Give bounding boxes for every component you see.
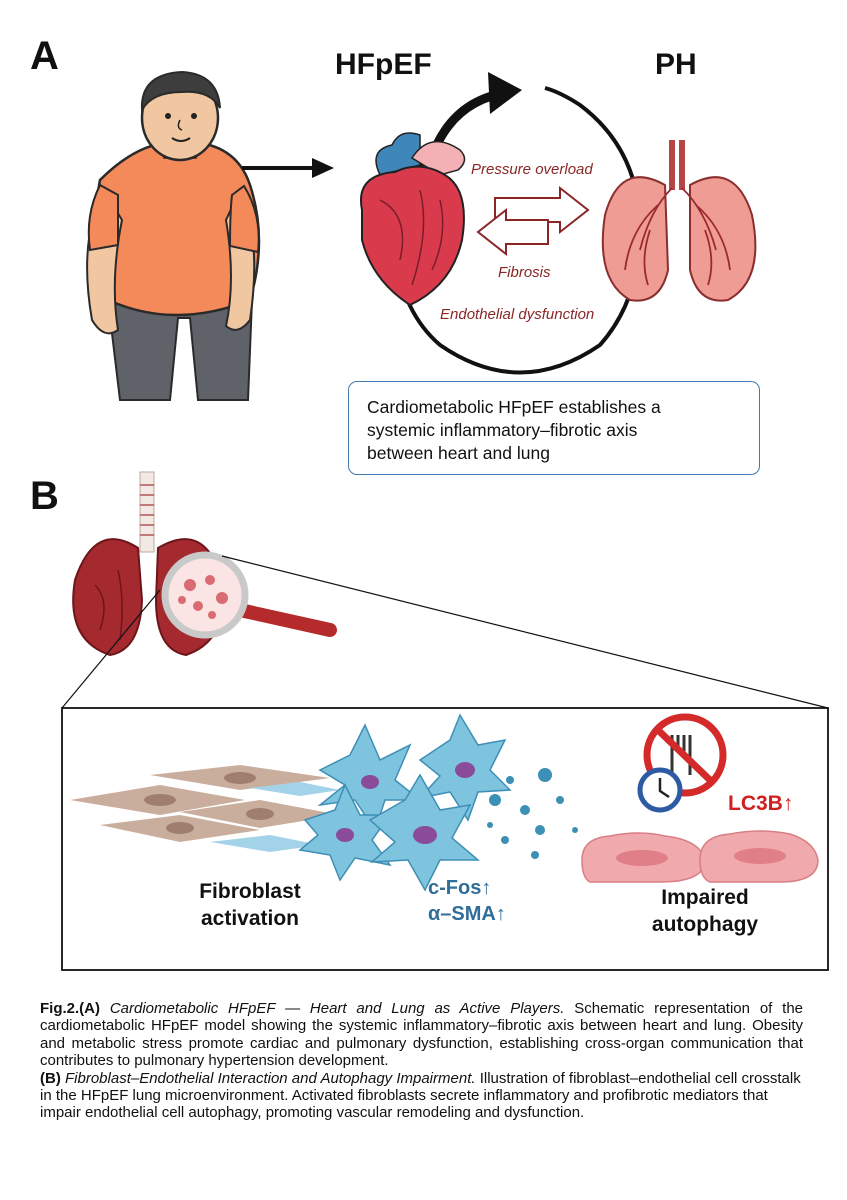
summary-line-2: systemic inflammatory–fibrotic axis [367, 420, 638, 440]
impaired-autophagy-label: Impaired autophagy [640, 884, 770, 938]
resting-fibroblasts [70, 765, 340, 852]
obesity-to-heart-arrow [242, 158, 334, 178]
marker-alpha-sma: α–SMA↑ [428, 903, 506, 925]
ph-label: PH [655, 48, 697, 81]
zoom-line-left [61, 589, 161, 709]
lung-illustration [601, 140, 757, 302]
endothelial-dysfunction-label: Endothelial dysfunction [440, 306, 595, 323]
caption-a-tag: Fig.2.(A) [40, 1000, 100, 1017]
pressure-overload-label: Pressure overload [471, 161, 593, 178]
trachea-illustration [139, 471, 155, 553]
figure-caption: Fig.2.(A) Cardiometabolic HFpEF — Heart … [40, 1000, 803, 1122]
caption-a-text: Schematic representation of the cardiome… [40, 1000, 803, 1070]
panel-b-letter: B [30, 474, 59, 518]
fibrosis-label: Fibrosis [498, 264, 551, 281]
endothelial-cells [581, 830, 819, 883]
no-food-clock-icon [637, 713, 727, 813]
panel-a-letter: A [30, 34, 59, 78]
zoom-line-right [221, 555, 829, 709]
caption-paragraph-b: (B) Fibroblast–Endothelial Interaction a… [40, 1070, 803, 1122]
activated-fibroblasts [298, 713, 578, 892]
lc3b-marker: LC3B↑ [728, 792, 794, 815]
caption-a-title: Cardiometabolic HFpEF — Heart and Lung a… [109, 1000, 565, 1017]
hfpef-label: HFpEF [335, 48, 432, 81]
summary-box: Cardiometabolic HFpEF establishes a syst… [348, 381, 760, 475]
magnifier-illustration [161, 551, 337, 639]
heart-lung-double-arrow [476, 185, 590, 257]
summary-line-1: Cardiometabolic HFpEF establishes a [367, 397, 661, 417]
marker-c-fos: c-Fos↑ [428, 877, 492, 899]
fibroblast-activation-label: Fibroblast activation [190, 878, 310, 932]
caption-b-tag: (B) [40, 1069, 61, 1087]
fibroblast-label-line-2: activation [200, 907, 300, 930]
autophagy-label-line-2: autophagy [651, 913, 759, 936]
fibroblast-label-line-1: Fibroblast [199, 880, 301, 903]
caption-paragraph-a: Fig.2.(A) Cardiometabolic HFpEF — Heart … [40, 1000, 803, 1070]
obese-man-illustration [86, 70, 261, 401]
summary-line-3: between heart and lung [367, 443, 550, 463]
heart-illustration [360, 132, 466, 307]
zoom-box [61, 707, 829, 971]
caption-b-text: Illustration of fibroblast–endothelial c… [40, 1069, 801, 1122]
illustration-canvas [61, 70, 829, 971]
autophagy-label-line-1: Impaired [661, 886, 749, 909]
caption-b-title: Fibroblast–Endothelial Interaction and A… [65, 1069, 476, 1087]
